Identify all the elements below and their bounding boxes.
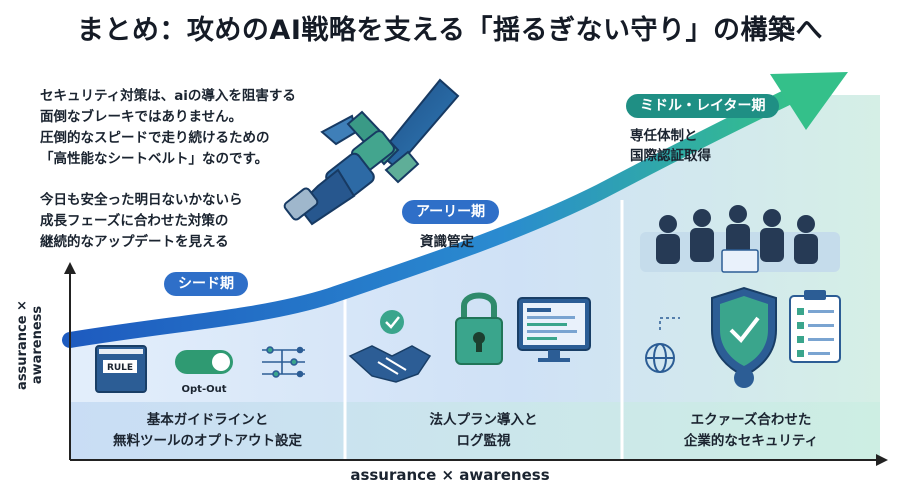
stage-sub-later: 専任体制と 国際認証取得 [630, 126, 711, 166]
footer-seed: 基本ガイドラインと 無料ツールのオプトアウト設定 [70, 402, 345, 460]
toggle-label: Opt-Out [182, 384, 227, 395]
note-line: 成長フェーズに合わせた対策の [40, 213, 229, 229]
note-text: 今日も安全った明日ないかないら 成長フェーズに合わせた対策の 継続的なアップデー… [40, 190, 243, 253]
footer-line: 無料ツールのオプトアウト設定 [113, 433, 302, 449]
intro-text: セキュリティ対策は、aiの導入を阻害する 面倒なブレーキではありません。 圧倒的… [40, 86, 296, 170]
footer-line: 企業的なセキュリティ [683, 433, 819, 449]
padlock-icon [455, 292, 503, 365]
footer-early: 法人プラン導入と ログ監視 [345, 402, 622, 460]
note-line: 今日も安全った明日ないかないら [40, 192, 243, 208]
stage-sub-line: 専任体制と [630, 128, 698, 144]
stage-label-early: アーリー期 [402, 200, 500, 224]
globe-icon [645, 343, 675, 373]
stage-sub-line: 国際認証取得 [630, 148, 711, 164]
footer-line: ログ監視 [456, 433, 511, 449]
stage-label-later: ミドル・レイター期 [626, 94, 780, 118]
book-label: RULE [107, 363, 133, 373]
checklist-icon [789, 290, 841, 363]
shield-check-icon [711, 286, 777, 388]
seatbelt-icon [283, 78, 460, 226]
intro-line: 圧倒的なスピードで走り続けるための [40, 130, 270, 146]
team-icon [640, 205, 840, 273]
page-title: まとめ：攻めのAI戦略を支える「揺るぎない守り」の構築へ [76, 15, 824, 46]
intro-line: 「高性能なシートベルト」なのです。 [40, 151, 269, 167]
y-axis-label: assurance × awareness [15, 300, 45, 390]
footer-line: 法人プラン導入と [429, 412, 538, 428]
intro-line: セキュリティ対策は、aiの導入を阻害する [40, 88, 296, 104]
checkmark-icon [380, 310, 404, 334]
monitor-log-icon [517, 297, 591, 362]
footer-later: エクァーズ合わせた 企業的なセキュリティ [622, 402, 880, 460]
note-line: 継続的なアップデートを見える [40, 234, 229, 250]
stage-sub-line: 資識管定 [420, 234, 474, 250]
stage-label-seed: シード期 [164, 272, 248, 296]
toggle-icon [175, 350, 233, 374]
handshake-icon [348, 345, 432, 383]
book-icon [95, 345, 147, 393]
footer-band [70, 402, 880, 460]
growth-arrow [62, 88, 798, 348]
data-flow-icon [262, 346, 305, 378]
intro-line: 面倒なブレーキではありません。 [40, 109, 243, 125]
footer-line: エクァーズ合わせた [690, 412, 812, 428]
growth-arrowhead [770, 72, 848, 130]
footer-line: 基本ガイドラインと [146, 412, 269, 428]
x-axis-label: assurance × awareness [350, 466, 550, 484]
stage-sub-early: 資識管定 [420, 232, 474, 252]
